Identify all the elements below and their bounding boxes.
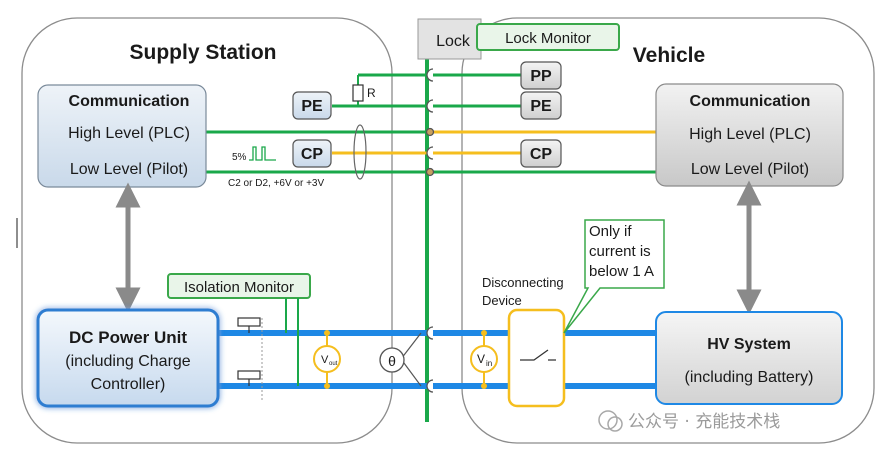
lock-monitor-label: Lock Monitor — [505, 30, 591, 47]
supply-communication-box: Communication High Level (PLC) Low Level… — [37, 84, 207, 188]
svg-text:Low Level (Pilot): Low Level (Pilot) — [70, 161, 188, 178]
vehicle-pe-box: PE — [520, 91, 562, 120]
dc-power-unit-box: DC Power Unit (including Charge Controll… — [36, 308, 220, 408]
disconnecting-device-label-1: Disconnecting — [482, 275, 564, 290]
resistor-label: R — [367, 86, 376, 100]
svg-text:PE: PE — [530, 98, 552, 115]
svg-text:High Level (PLC): High Level (PLC) — [689, 126, 811, 143]
supply-station-title: Supply Station — [130, 41, 277, 64]
svg-text:Communication: Communication — [69, 93, 190, 110]
wechat-icon — [598, 410, 618, 430]
current-note-callout: Only if current is below 1 A — [563, 219, 665, 334]
lock-label: Lock — [436, 33, 471, 50]
theta-link-bottom — [400, 358, 422, 387]
vin-sub: in — [486, 359, 492, 368]
svg-text:HV System: HV System — [707, 336, 791, 353]
vout-meter-icon — [313, 345, 341, 373]
connector-pins — [425, 68, 435, 177]
vout-sub: out — [329, 361, 338, 367]
vehicle-cp-box: CP — [520, 139, 562, 168]
vin-dot-bottom — [481, 383, 487, 389]
pwm-waveform-icon — [249, 146, 276, 161]
pwm-label: 5% — [232, 152, 247, 163]
svg-text:CP: CP — [301, 146, 324, 163]
isolation-monitor-box: Isolation Monitor — [167, 273, 311, 299]
theta-sensor-icon — [379, 347, 405, 373]
vin-meter-icon — [470, 345, 498, 373]
svg-text:Only if: Only if — [589, 223, 632, 240]
supply-cp-box: CP — [292, 139, 332, 168]
vehicle-communication-box: Communication High Level (PLC) Low Level… — [655, 83, 844, 187]
svg-text:below 1 A: below 1 A — [589, 263, 654, 280]
vout-dot-bottom — [324, 383, 330, 389]
svg-text:Communication: Communication — [690, 93, 811, 110]
svg-text:Controller): Controller) — [91, 376, 166, 393]
dc-connector-pins — [426, 326, 434, 393]
svg-text:(including Charge: (including Charge — [65, 353, 191, 370]
vehicle-title: Vehicle — [633, 44, 705, 67]
cable-bundle-icon — [353, 124, 367, 180]
cp-states-label: C2 or D2, +6V or +3V — [228, 178, 324, 189]
supply-pe-box: PE — [292, 91, 332, 120]
svg-text:Low Level (Pilot): Low Level (Pilot) — [691, 161, 809, 178]
resistor-icon — [352, 84, 364, 102]
watermark: 公众号 · 充能技术栈 — [598, 410, 780, 432]
theta-label: θ — [388, 353, 396, 369]
hv-system-box: HV System (including Battery) — [655, 311, 843, 405]
svg-text:High Level (PLC): High Level (PLC) — [68, 125, 190, 142]
vout-label: V — [321, 354, 329, 366]
svg-text:Isolation Monitor: Isolation Monitor — [184, 279, 294, 296]
vin-dot-top — [481, 330, 487, 336]
svg-text:current is: current is — [589, 243, 651, 260]
lock-monitor-box: Lock Monitor — [476, 23, 620, 51]
svg-text:公众号 · 充能技术栈: 公众号 · 充能技术栈 — [628, 412, 780, 432]
switch-icon — [520, 349, 556, 361]
svg-text:DC Power Unit: DC Power Unit — [69, 328, 187, 347]
theta-link-top — [400, 332, 422, 360]
dc-contactor-icon — [237, 317, 261, 386]
disconnecting-device-label-2: Device — [482, 293, 522, 308]
svg-text:PE: PE — [301, 98, 323, 115]
svg-text:PP: PP — [530, 68, 552, 85]
svg-text:(including Battery): (including Battery) — [685, 369, 814, 386]
svg-text:CP: CP — [530, 146, 553, 163]
dc-power-lines — [218, 330, 660, 389]
vehicle-pp-box: PP — [520, 61, 562, 90]
vout-dot-top — [324, 330, 330, 336]
vin-label: V — [477, 352, 485, 366]
lock-box: Lock — [417, 18, 482, 60]
